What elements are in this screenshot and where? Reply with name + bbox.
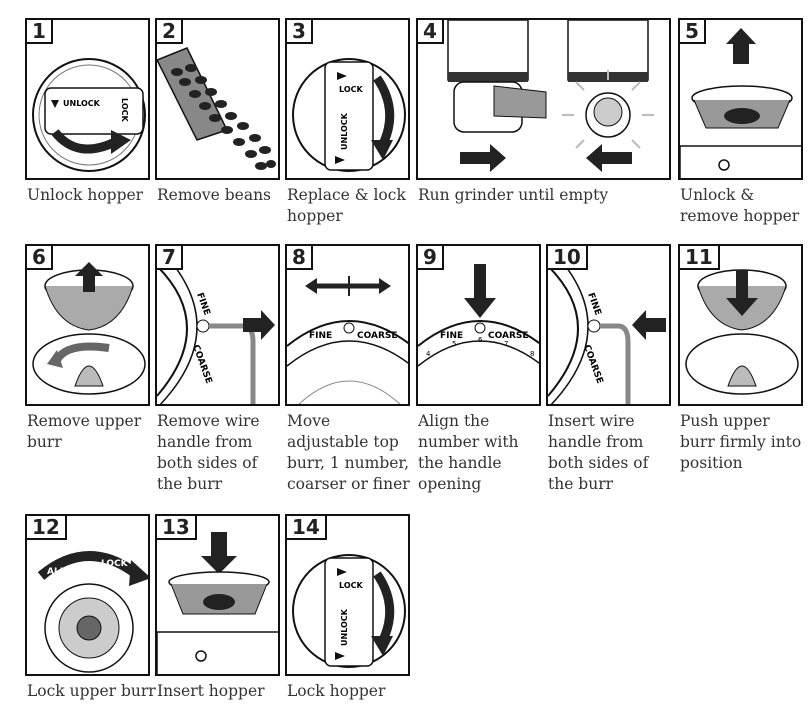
- step-11-illustration: 11: [678, 244, 803, 406]
- adjust-burr-icon: FINE COARSE: [287, 276, 408, 404]
- coarse-label: COARSE: [581, 344, 604, 386]
- svg-text:5: 5: [452, 340, 456, 348]
- step-number: 8: [287, 246, 313, 270]
- step-number: 11: [680, 246, 720, 270]
- fine-label: FINE: [309, 331, 332, 341]
- unlock-label: UNLOCK: [63, 99, 101, 108]
- remove-hopper-icon: [680, 28, 801, 178]
- hopper-dial-icon: LOCK UNLOCK: [292, 58, 406, 172]
- coarse-label: COARSE: [488, 331, 529, 341]
- lock-label: LOCK: [339, 85, 363, 94]
- step-caption: Remove beans: [157, 186, 272, 204]
- step-number: 6: [27, 246, 53, 270]
- grind-scale: 4 5 6 7 8: [426, 336, 534, 358]
- step-number: 3: [287, 20, 313, 44]
- coffee-beans-icon: [157, 47, 276, 170]
- step-number: 13: [157, 516, 197, 540]
- wire-handle-remove-icon: FINE COARSE: [157, 246, 275, 404]
- step-caption: Remove upper burr: [27, 412, 142, 451]
- step-4-illustration: 4: [416, 18, 671, 180]
- step-number: 2: [157, 20, 183, 44]
- lock-label: LOCK: [101, 559, 129, 569]
- step-caption: Align the number with the handle opening: [418, 412, 519, 493]
- step-12-illustration: 12 ALIGN LOCK: [25, 514, 150, 676]
- step-caption: Replace & lock hopper: [287, 186, 406, 225]
- hopper-dial-icon: UNLOCK LOCK: [32, 58, 146, 172]
- step-number: 12: [27, 516, 67, 540]
- step-caption: Remove wire handle from both sides of th…: [157, 412, 260, 493]
- lock-label: LOCK: [120, 98, 129, 122]
- step-7-illustration: 7 FINE COARSE: [155, 244, 280, 406]
- svg-text:6: 6: [478, 336, 483, 344]
- push-burr-icon: [685, 269, 799, 395]
- step-caption: Push upper burr firmly into position: [680, 412, 802, 472]
- coarse-label: COARSE: [190, 344, 213, 386]
- svg-text:7: 7: [504, 340, 508, 348]
- step-2-illustration: 2: [155, 18, 280, 180]
- step-number: 1: [27, 20, 53, 44]
- lock-burr-icon: ALIGN LOCK: [37, 551, 148, 673]
- step-1-illustration: 1 UNLOCK LOCK: [25, 18, 150, 180]
- step-caption: Run grinder until empty: [418, 186, 609, 204]
- step-3-illustration: 3 LOCK UNLOCK: [285, 18, 410, 180]
- step-number: 14: [287, 516, 327, 540]
- step-caption: Unlock hopper: [27, 186, 144, 204]
- step-8-illustration: 8 FINE COARSE: [285, 244, 410, 406]
- unlock-label: UNLOCK: [340, 112, 349, 150]
- step-number: 4: [418, 20, 444, 44]
- fine-label: FINE: [194, 292, 211, 317]
- step-10-illustration: 10 FINE COARSE: [546, 244, 671, 406]
- step-9-illustration: 9 FINE COARSE 4 5 6 7 8: [416, 244, 541, 406]
- svg-text:4: 4: [426, 350, 431, 358]
- step-13-illustration: 13: [155, 514, 280, 676]
- align-label: ALIGN: [47, 567, 78, 577]
- step-number: 5: [680, 20, 706, 44]
- upper-burr-icon: [32, 262, 146, 395]
- hopper-dial-icon: LOCK UNLOCK: [292, 554, 406, 668]
- lock-label: LOCK: [339, 581, 363, 590]
- step-caption: Unlock & remove hopper: [680, 186, 800, 225]
- svg-text:8: 8: [530, 350, 534, 358]
- step-number: 9: [418, 246, 444, 270]
- step-caption: Move adjustable top burr, 1 number, coar…: [287, 412, 410, 493]
- step-number: 7: [157, 246, 183, 270]
- align-number-icon: FINE COARSE 4 5 6 7 8: [418, 264, 539, 367]
- step-14-illustration: 14 LOCK UNLOCK: [285, 514, 410, 676]
- step-caption: Insert wire handle from both sides of th…: [548, 412, 649, 493]
- wire-handle-insert-icon: FINE COARSE: [548, 246, 666, 404]
- step-caption: Lock upper burr: [27, 682, 156, 700]
- unlock-label: UNLOCK: [340, 608, 349, 646]
- step-5-illustration: 5: [678, 18, 803, 180]
- step-caption: Insert hopper: [157, 682, 265, 700]
- insert-hopper-icon: [157, 532, 278, 674]
- step-caption: Lock hopper: [287, 682, 386, 700]
- step-number: 10: [548, 246, 588, 270]
- grinder-running-icon: [447, 20, 654, 172]
- fine-label: FINE: [440, 331, 463, 341]
- fine-label: FINE: [585, 292, 602, 317]
- coarse-label: COARSE: [357, 331, 398, 341]
- step-6-illustration: 6: [25, 244, 150, 406]
